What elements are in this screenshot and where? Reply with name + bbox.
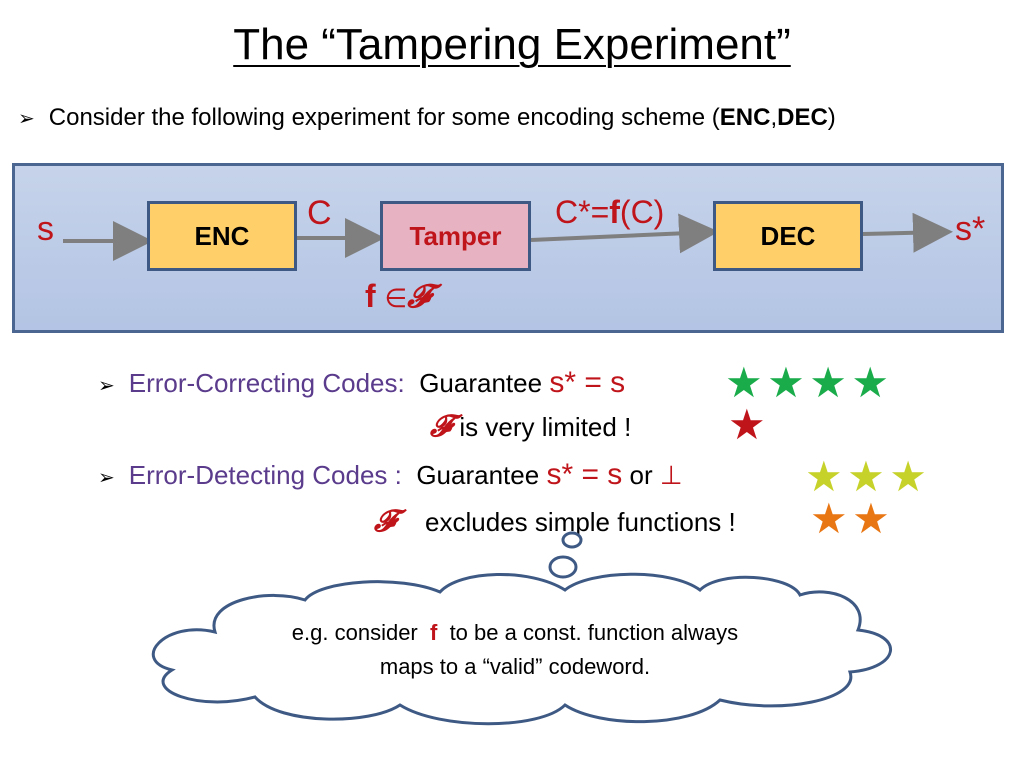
thought-bubble-medium [548, 555, 578, 579]
intro-dec: DEC [777, 104, 828, 131]
dec-box: DEC [713, 201, 863, 271]
green-star-icon: ★ [725, 359, 763, 406]
label-c: C [307, 194, 332, 232]
edc-stars: ★ ★ ★ [805, 456, 927, 498]
edc-or: or [629, 460, 653, 490]
family-script-f: 𝓕 [407, 278, 431, 314]
cstar-suffix: (C) [619, 194, 665, 230]
family-label: f ∈𝓕 [365, 278, 431, 316]
yellow-star-icon: ★ [847, 453, 885, 500]
intro-bullet: ➢ Consider the following experiment for s… [18, 104, 836, 132]
edc-excludes-text: excludes simple functions ! [425, 507, 736, 537]
cstar-prefix: C*= [555, 194, 610, 230]
ecc-stars: ★ ★ ★ ★ [725, 362, 889, 404]
cloud-f: f [430, 620, 438, 645]
ecc-heading: Error-Correcting Codes: [128, 368, 405, 398]
slide-title: The “Tampering Experiment” [233, 20, 791, 69]
thought-bubble-small [561, 531, 583, 549]
enc-box: ENC [147, 201, 297, 271]
output-sstar: s* [955, 210, 986, 248]
ecc-bullet: ➢ Error-Correcting Codes: Guarantee s* = … [98, 366, 625, 400]
edc-equation: s* = s [546, 458, 623, 491]
family-f: f [365, 278, 376, 314]
orange-star-icon: ★ [852, 495, 890, 542]
ecc-script-f: 𝓕 [430, 410, 453, 443]
intro-enc: ENC [719, 104, 771, 131]
tamper-box: Tamper [380, 201, 531, 271]
edc-guarantee: Guarantee [416, 460, 540, 490]
cloud-line-1: e.g. consider f to be a const. function … [220, 616, 810, 650]
arrow-tamper-to-dec [530, 213, 719, 254]
cstar-f: f [609, 194, 620, 230]
green-star-icon: ★ [851, 359, 889, 406]
diagram-arrows [63, 212, 953, 261]
family-in-symbol: ∈ [384, 283, 408, 313]
cloud-line1-b: to be a const. function always [449, 620, 739, 645]
green-star-icon: ★ [767, 359, 805, 406]
arrow-bullet-icon: ➢ [98, 467, 115, 489]
experiment-diagram: s ENC C Tamper C*=f(C) DEC s* f ∈𝓕 [12, 163, 1004, 333]
edc-bottom-symbol: ⊥ [659, 460, 683, 490]
edc-heading: Error-Detecting Codes : [128, 460, 402, 490]
ecc-guarantee: Guarantee [419, 368, 543, 398]
green-star-icon: ★ [809, 359, 847, 406]
edc-excludes: 𝓕 excludes simple functions ! [374, 505, 736, 539]
arrow-bullet-icon: ➢ [98, 375, 115, 397]
intro-close: ) [827, 104, 836, 131]
cloud-shape [151, 572, 892, 726]
label-cstar: C*=f(C) [555, 194, 664, 231]
ecc-limited-text: is very limited ! [459, 412, 632, 442]
arrow-dec-to-output [862, 212, 953, 253]
intro-comma: , [770, 104, 778, 131]
intro-text: Consider the following experiment for so… [48, 104, 720, 131]
cloud-line-2: maps to a “valid” codeword. [379, 654, 651, 679]
input-s: s [37, 210, 54, 248]
orange-star-icon: ★ [810, 495, 848, 542]
edc-bullet: ➢ Error-Detecting Codes : Guarantee s* = … [98, 458, 683, 492]
red-star-icon: ★ [728, 401, 766, 448]
cloud-text: e.g. consider f to be a const. function … [220, 616, 810, 684]
cloud-line1-a: e.g. consider [291, 620, 418, 645]
yellow-star-icon: ★ [889, 453, 927, 500]
yellow-star-icon: ★ [805, 453, 843, 500]
edc-script-f: 𝓕 [374, 505, 397, 538]
edc-orange-stars: ★ ★ [810, 498, 890, 540]
ecc-limited: 𝓕 is very limited ! [430, 410, 631, 444]
ecc-equation: s* = s [549, 366, 626, 399]
arrow-bullet-icon: ➢ [18, 108, 35, 130]
